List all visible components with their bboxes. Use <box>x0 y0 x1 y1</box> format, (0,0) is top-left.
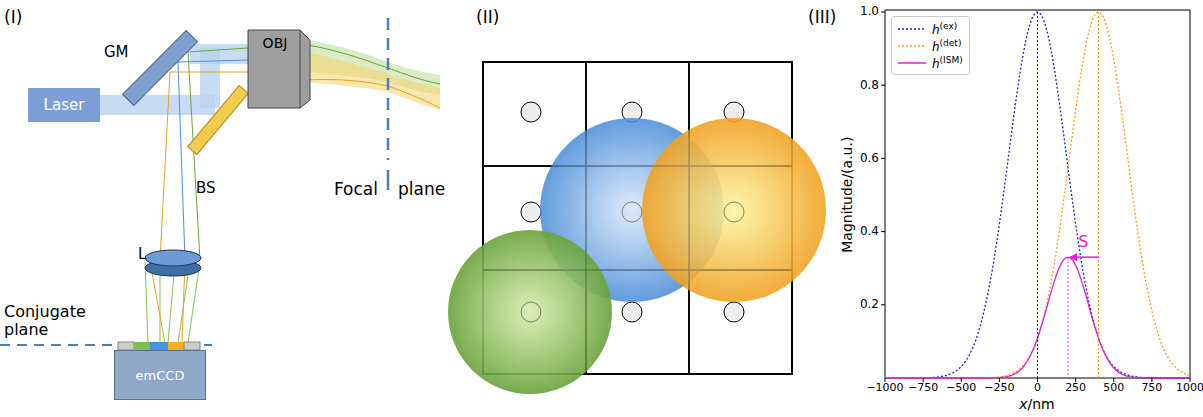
axis-x-title: x/nm <box>1019 397 1055 412</box>
arrowhead <box>1069 253 1077 261</box>
curve <box>885 12 1190 378</box>
part-label: L <box>138 246 146 263</box>
axis-title: Magnitude/(a.u.) <box>840 137 855 253</box>
pinhole <box>521 102 541 122</box>
focal-plane-line <box>387 170 390 190</box>
pinhole <box>724 302 744 322</box>
part-label: GM <box>104 44 129 61</box>
peak-line <box>1098 12 1099 378</box>
tick <box>881 304 885 305</box>
shift-label: S <box>1078 233 1088 251</box>
x-tick-label: 1000 <box>1176 382 1203 394</box>
y-tick-label: 0.6 <box>860 152 879 165</box>
panel-label: (I) <box>4 8 22 27</box>
sensor-pixels <box>118 342 200 350</box>
galvo-mirror <box>123 31 198 106</box>
x-tick-label: −1000 <box>866 382 903 394</box>
y-tick-label: 1.0 <box>860 5 879 18</box>
legend-line <box>898 28 926 30</box>
legend-sample <box>898 25 926 33</box>
axes-frame <box>885 10 1190 378</box>
panel-label: (III) <box>808 8 836 27</box>
legend-text: h(det) <box>932 38 961 54</box>
tick <box>881 231 885 232</box>
legend-text: h(ex) <box>932 21 957 37</box>
curve <box>885 12 1190 378</box>
tick <box>881 85 885 86</box>
y-tick-label: 0.4 <box>860 225 879 238</box>
x-tick-label: 0 <box>1034 382 1041 394</box>
grid-overlay <box>483 62 792 374</box>
x-tick-label: −750 <box>908 382 938 394</box>
legend-row: h(ex) <box>898 20 963 37</box>
legend-sample <box>898 42 926 50</box>
legend-text: h(ISM) <box>932 55 963 71</box>
part-label: plane <box>398 180 445 199</box>
pinhole <box>622 302 642 322</box>
x-tick-label: −500 <box>946 382 976 394</box>
focal-plane-line <box>387 18 390 160</box>
x-tick-label: −250 <box>984 382 1014 394</box>
beam-splitter <box>188 86 249 155</box>
legend-line <box>898 62 926 64</box>
part-label: Focal <box>334 180 378 199</box>
plot <box>881 10 1190 382</box>
node-text: emCCD <box>136 368 185 383</box>
tick <box>881 12 885 13</box>
legend-line <box>898 45 926 47</box>
legend: h(ex)h(det)h(ISM) <box>891 16 970 75</box>
x-tick-label: 250 <box>1065 382 1086 394</box>
objective-box: OBJ <box>250 32 300 54</box>
node-text: Laser <box>44 96 85 114</box>
psf-yellow <box>642 118 826 302</box>
camera-box: emCCD <box>114 350 206 400</box>
pinhole <box>521 202 541 222</box>
lens <box>145 250 201 276</box>
laser-box: Laser <box>28 88 100 122</box>
y-tick-label: 0.2 <box>860 298 879 311</box>
node-text: OBJ <box>263 35 288 51</box>
part-label: BS <box>196 180 216 197</box>
psf-green <box>448 230 612 394</box>
tick <box>881 158 885 159</box>
objective <box>248 30 310 108</box>
legend-row: h(ISM) <box>898 54 963 71</box>
y-tick-label: 0.8 <box>860 79 879 92</box>
legend-row: h(det) <box>898 37 963 54</box>
x-tick-label: 500 <box>1103 382 1124 394</box>
legend-sample <box>898 59 926 67</box>
peak-line <box>1037 12 1038 378</box>
x-tick-label: 750 <box>1141 382 1162 394</box>
panel-label: (II) <box>476 8 499 27</box>
part-label: Conjugate plane <box>4 303 94 338</box>
peak-line <box>1068 257 1069 378</box>
